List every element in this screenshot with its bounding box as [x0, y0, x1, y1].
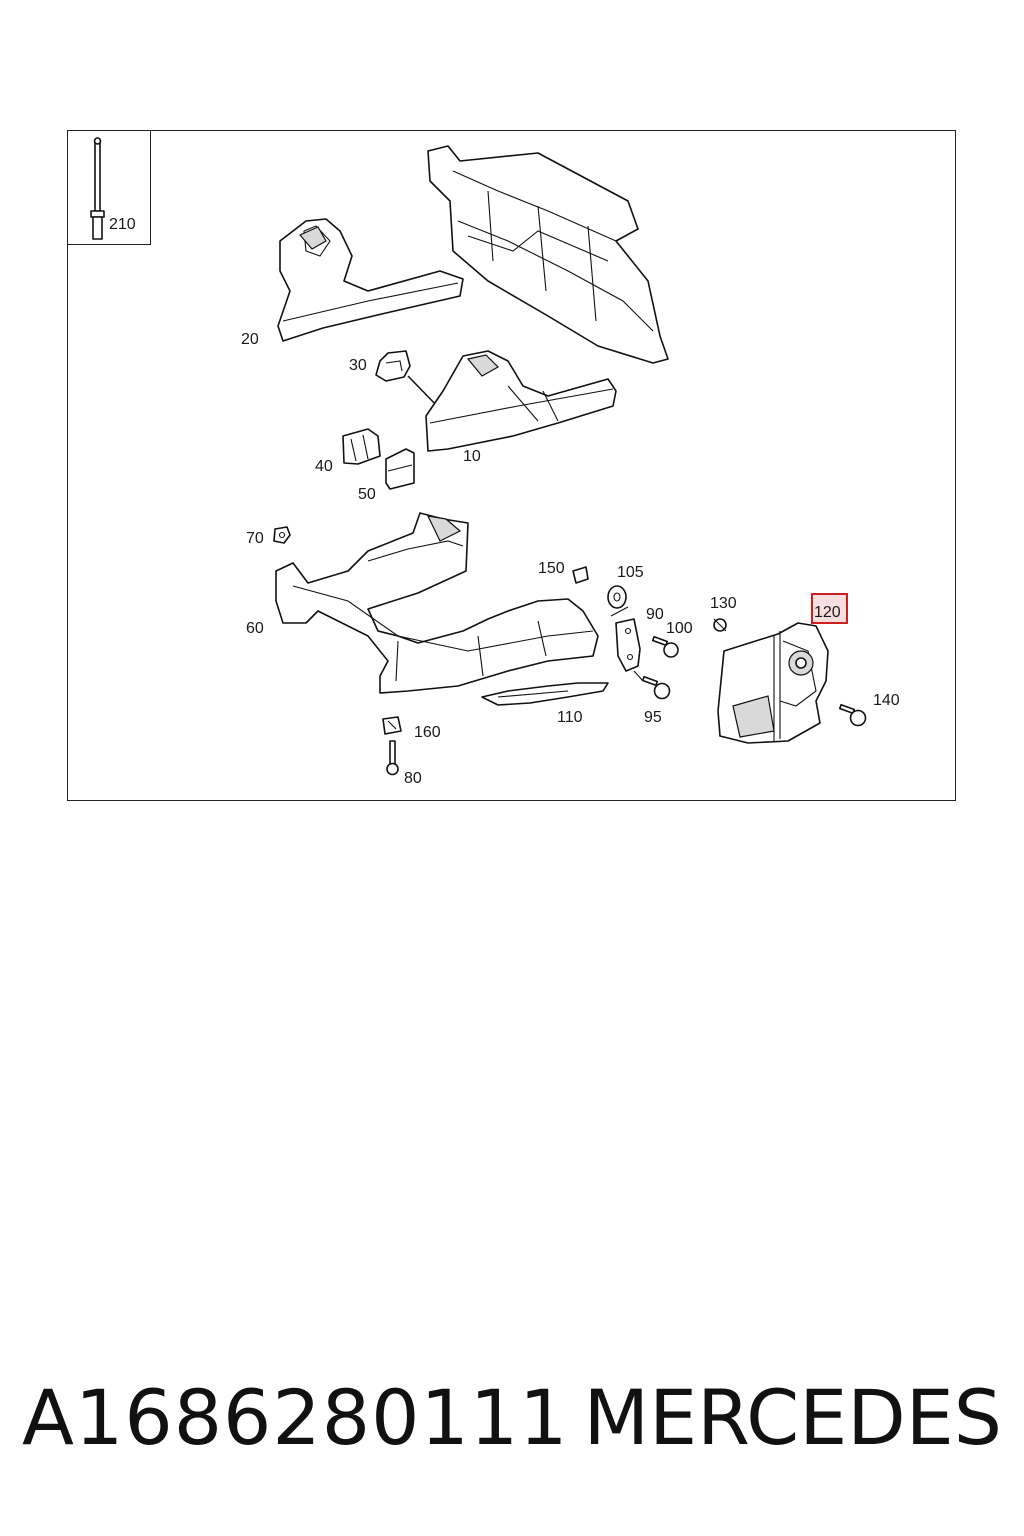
- part-50-bracket-plate[interactable]: [385, 448, 415, 490]
- part-90-mounting-bracket[interactable]: [610, 606, 641, 672]
- label-160: 160: [414, 724, 441, 741]
- label-80: 80: [404, 770, 422, 787]
- label-30: 30: [349, 357, 367, 374]
- inset-box-bolt: [68, 131, 151, 245]
- part-number: A1686280111: [22, 1373, 569, 1462]
- label-95: 95: [644, 709, 662, 726]
- label-110: 110: [557, 709, 583, 726]
- part-130-screw[interactable]: [713, 618, 727, 632]
- exploded-view-drawing: 210 20 30: [90, 137, 900, 787]
- part-40-reinforcement[interactable]: [342, 428, 381, 465]
- part-70-nut[interactable]: [273, 526, 291, 544]
- label-20: 20: [241, 331, 259, 348]
- part-160-clip-nut[interactable]: [382, 716, 402, 735]
- label-150: 150: [538, 560, 565, 577]
- brand-name: MERCEDES: [583, 1373, 1002, 1462]
- label-130: 130: [710, 595, 737, 612]
- part-140-bolt[interactable]: [838, 703, 867, 727]
- part-95-bolt[interactable]: [633, 670, 671, 700]
- part-60-front-axle-carrier[interactable]: [275, 512, 599, 694]
- highlight-box-120: [811, 593, 848, 624]
- label-100: 100: [666, 620, 693, 637]
- label-105: 105: [617, 564, 644, 581]
- part-10-longitudinal-member[interactable]: [425, 350, 617, 452]
- label-10: 10: [463, 448, 481, 465]
- label-70: 70: [246, 530, 264, 547]
- footer-caption: A1686280111 MERCEDES: [0, 1370, 1024, 1470]
- label-40: 40: [315, 458, 333, 475]
- label-140: 140: [873, 692, 900, 709]
- parts-diagram: 210 20 30: [67, 130, 956, 801]
- part-front-wall-panel[interactable]: [427, 145, 669, 364]
- label-210: 210: [109, 216, 136, 233]
- part-30-bracket[interactable]: [375, 350, 411, 382]
- label-50: 50: [358, 486, 376, 503]
- part-20-longitudinal-member[interactable]: [277, 218, 464, 342]
- part-120-engine-mount-bracket[interactable]: [717, 622, 829, 744]
- part-150-clip[interactable]: [572, 566, 589, 584]
- part-210-long-bolt[interactable]: [90, 137, 105, 240]
- part-80-bolt[interactable]: [386, 740, 399, 776]
- part-110-cover-plate[interactable]: [481, 682, 609, 706]
- part-100-bolt[interactable]: [651, 635, 679, 658]
- label-120: 120: [814, 604, 841, 621]
- label-60: 60: [246, 620, 264, 637]
- label-90: 90: [646, 606, 664, 623]
- part-105-bushing[interactable]: [607, 585, 627, 609]
